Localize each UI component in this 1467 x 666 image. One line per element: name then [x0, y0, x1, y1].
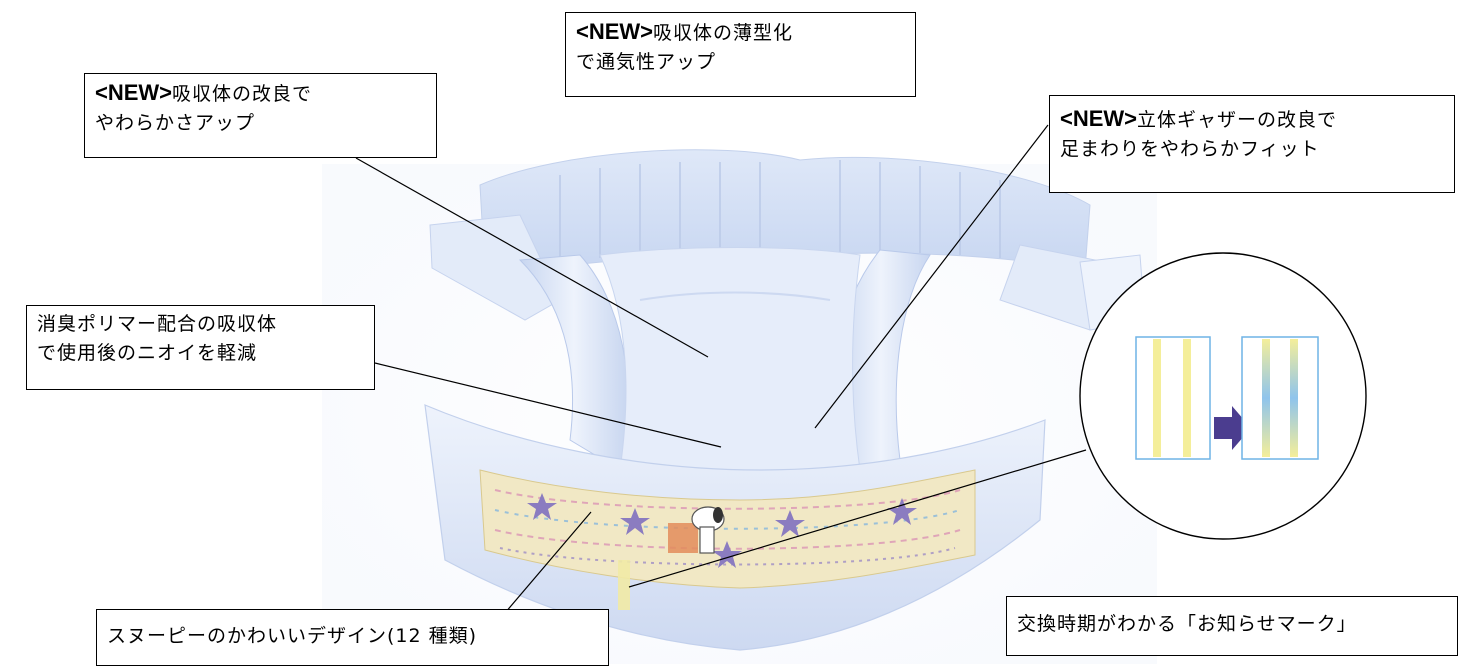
indicator-before-icon	[1135, 336, 1211, 460]
indicator-after-icon	[1241, 336, 1319, 460]
leader-lines	[355, 124, 1087, 614]
callout-text: 消臭ポリマー配合の吸収体	[37, 313, 278, 335]
callout-text: 吸収体の改良で	[172, 83, 313, 105]
character-figure	[668, 506, 725, 554]
callout-leg-gather: <NEW>立体ギャザーの改良で 足まわりをやわらかフィット	[1049, 95, 1455, 193]
callout-soft-absorber: <NEW>吸収体の改良で やわらかさアップ	[84, 73, 437, 158]
new-tag: <NEW>	[95, 80, 173, 105]
callout-text: で使用後のニオイを軽減	[37, 342, 258, 364]
callout-text: やわらかさアップ	[95, 112, 256, 134]
callout-text: 足まわりをやわらかフィット	[1060, 138, 1320, 160]
callout-thin-absorber: <NEW>吸収体の薄型化 で通気性アップ	[565, 12, 916, 97]
callout-text: 立体ギャザーの改良で	[1137, 109, 1338, 131]
leader-design	[504, 511, 592, 614]
leader-gather	[814, 124, 1049, 429]
callout-text: スヌーピーのかわいいデザイン(12 種類)	[107, 625, 478, 647]
new-tag: <NEW>	[1060, 106, 1138, 131]
absorber-crease	[639, 291, 831, 301]
inner-absorber	[599, 247, 861, 478]
waist-gather-folds	[559, 160, 1001, 260]
leader-odor	[374, 362, 722, 448]
callout-odor-absorber: 消臭ポリマー配合の吸収体 で使用後のニオイを軽減	[26, 305, 375, 390]
leader-soft	[355, 157, 709, 358]
callout-text: 吸収体の薄型化	[653, 22, 794, 44]
callout-text: 交換時期がわかる「お知らせマーク」	[1017, 613, 1357, 635]
new-tag: <NEW>	[576, 19, 654, 44]
indicator-stripe	[618, 560, 630, 610]
print-band-stars	[527, 493, 917, 568]
callout-snoopy-design: スヌーピーのかわいいデザイン(12 種類)	[96, 609, 609, 666]
callout-text: で通気性アップ	[576, 51, 717, 73]
print-band-pattern	[494, 489, 961, 566]
callout-change-indicator: 交換時期がわかる「お知らせマーク」	[1006, 596, 1458, 656]
indicator-zoom-circle	[1079, 252, 1367, 540]
diaper-left-wing	[429, 214, 561, 321]
leader-indicator	[628, 449, 1087, 588]
